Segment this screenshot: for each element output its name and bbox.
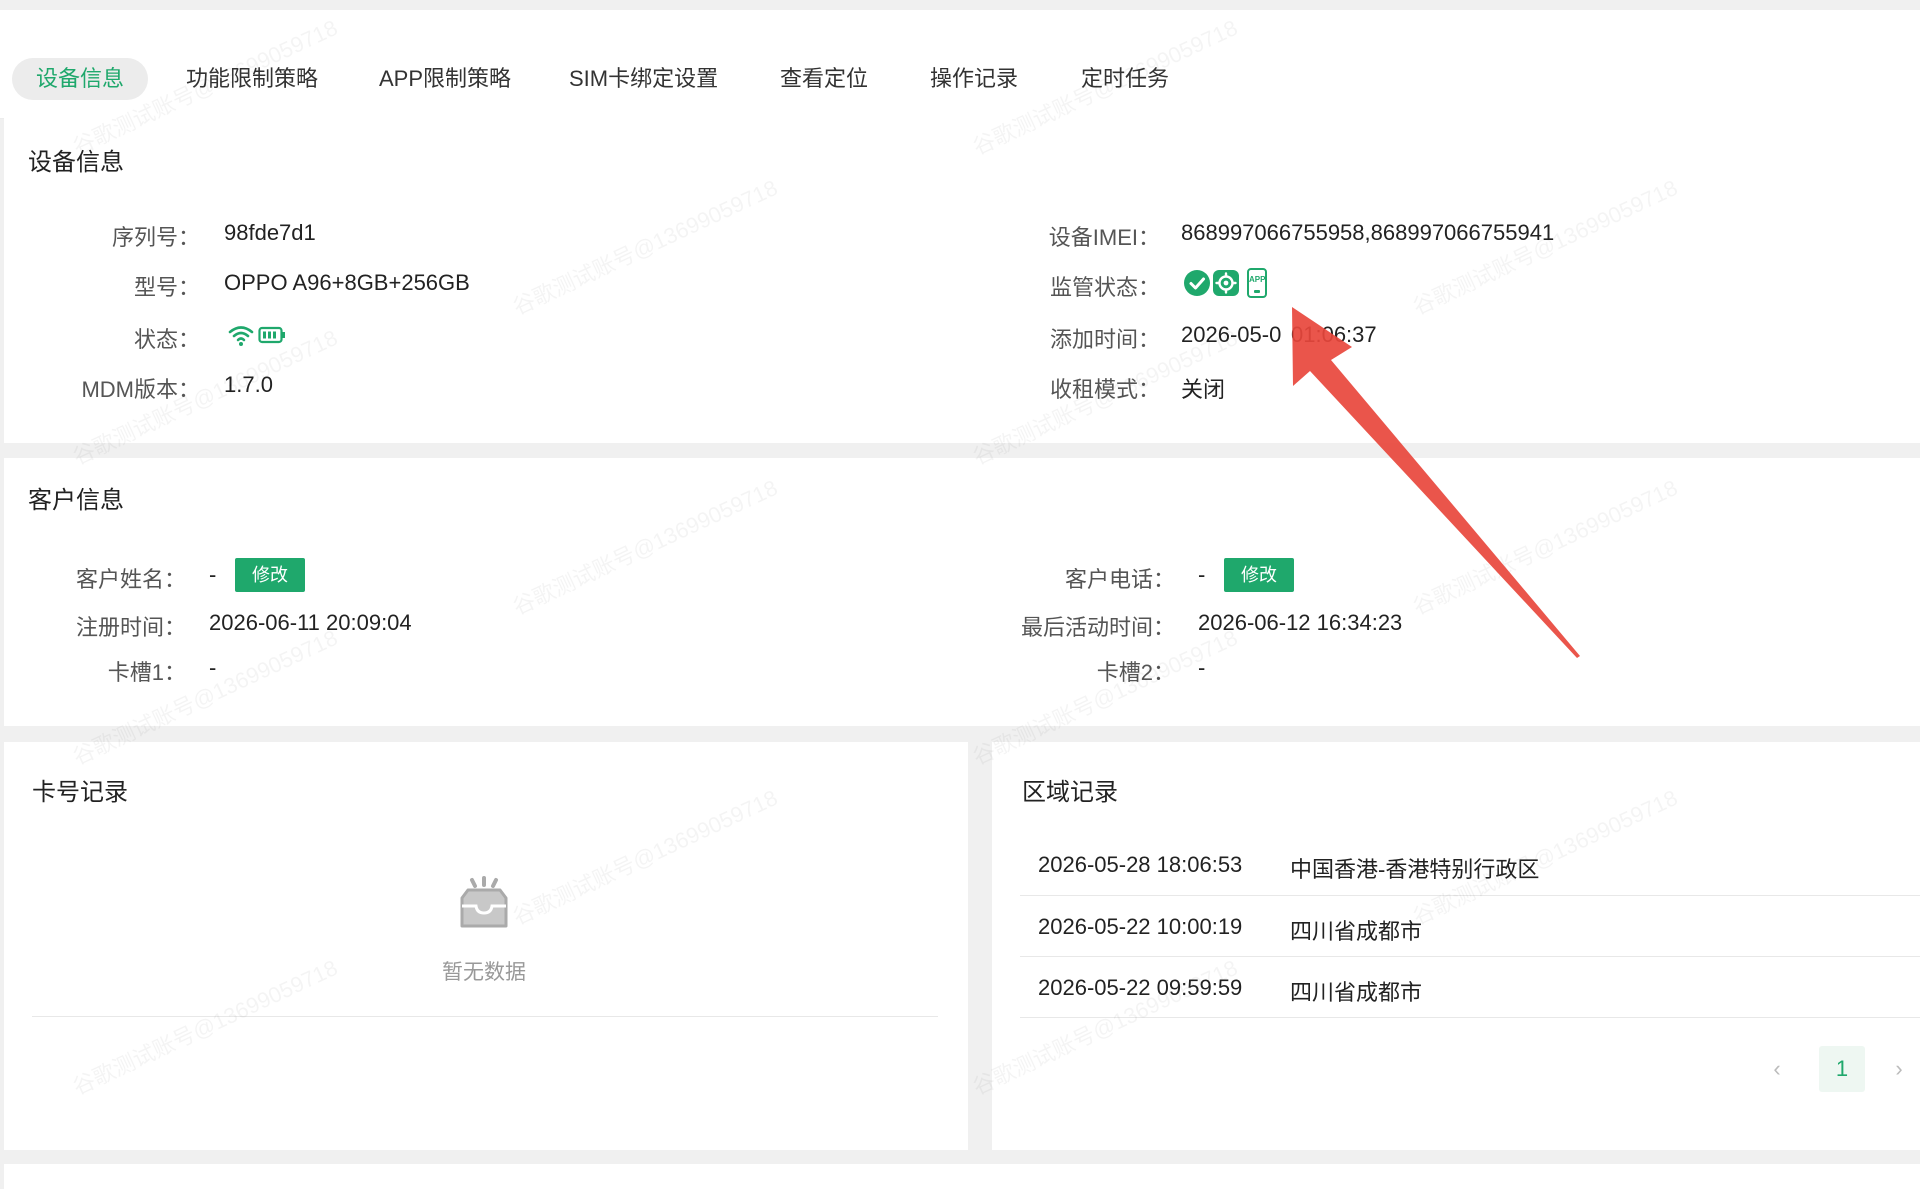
gear-icon — [1213, 270, 1239, 296]
added-time-value-tail: 01:06:37 — [1291, 322, 1377, 347]
rent-mode-value: 关闭 — [1181, 377, 1226, 402]
region-time: 2026-05-22 10:00:19 — [1038, 914, 1243, 939]
device-info-panel: 设备信息 序列号： 98fde7d1 型号： OPPO A96+8GB+256G… — [4, 118, 1920, 443]
card-records-panel: 卡号记录 暂无数据 — [4, 742, 968, 1150]
slot2-label: 卡槽2： — [1096, 660, 1175, 685]
tab-operation-log[interactable]: 操作记录 — [930, 66, 1019, 91]
rent-mode-label: 收租模式： — [1049, 377, 1160, 402]
empty-text: 暂无数据 — [442, 961, 526, 984]
tab-bar: 设备信息 功能限制策略 APP限制策略 SIM卡绑定设置 查看定位 操作记录 定… — [0, 10, 1920, 119]
serial-value: 98fde7d1 — [224, 220, 316, 245]
region-time: 2026-05-22 09:59:59 — [1038, 975, 1243, 1000]
slot1-value: - — [209, 655, 217, 680]
register-time-value: 2026-06-11 20:09:04 — [209, 610, 412, 635]
monitor-status-label: 监管状态： — [1049, 275, 1160, 300]
empty-inbox-icon — [460, 876, 508, 928]
model-label: 型号： — [133, 275, 200, 300]
region-time: 2026-05-28 18:06:53 — [1038, 852, 1243, 877]
serial-label: 序列号： — [111, 225, 200, 250]
added-time-label: 添加时间： — [1049, 327, 1160, 352]
tab-app-restriction[interactable]: APP限制策略 — [379, 66, 512, 91]
mdm-version-label: MDM版本： — [81, 377, 200, 402]
check-circle-icon — [1184, 270, 1210, 296]
bottom-panel — [4, 1164, 1920, 1189]
section-title-customer: 客户信息 — [28, 487, 124, 514]
tab-scheduled-tasks[interactable]: 定时任务 — [1081, 66, 1170, 91]
customer-info-panel: 客户信息 客户姓名： - 修改 注册时间： 2026-06-11 20:09:0… — [4, 458, 1920, 726]
added-time-value: 2026-05-0 — [1181, 322, 1282, 347]
status-label: 状态： — [133, 327, 200, 352]
tab-view-location[interactable]: 查看定位 — [780, 66, 869, 91]
slot1-label: 卡槽1： — [107, 660, 186, 685]
model-value: OPPO A96+8GB+256GB — [224, 270, 470, 295]
region-name: 中国香港-香港特别行政区 — [1290, 857, 1540, 882]
page-1-button[interactable]: 1 — [1819, 1046, 1865, 1092]
region-records-panel: 区域记录 2026-05-28 18:06:53 中国香港-香港特别行政区 20… — [992, 742, 1920, 1150]
next-page-button[interactable]: › — [1895, 1056, 1903, 1081]
table-row: 2026-05-28 18:06:53 中国香港-香港特别行政区 — [1020, 834, 1920, 896]
tab-sim-binding[interactable]: SIM卡绑定设置 — [569, 66, 719, 91]
region-name: 四川省成都市 — [1290, 919, 1423, 944]
imei-value: 868997066755958,868997066755941 — [1181, 220, 1555, 245]
edit-name-button[interactable]: 修改 — [235, 558, 305, 592]
table-row: 2026-05-22 09:59:59 四川省成都市 — [1020, 957, 1920, 1018]
slot2-value: - — [1198, 655, 1206, 680]
edit-phone-button[interactable]: 修改 — [1224, 558, 1294, 592]
register-time-label: 注册时间： — [75, 615, 186, 640]
last-active-label: 最后活动时间： — [1020, 615, 1175, 640]
app-badge-text: APP — [1249, 275, 1266, 284]
region-name: 四川省成都市 — [1290, 980, 1423, 1005]
section-title-card-records: 卡号记录 — [32, 779, 128, 806]
customer-name-label: 客户姓名： — [75, 567, 186, 592]
table-row: 2026-05-22 10:00:19 四川省成都市 — [1020, 896, 1920, 957]
imei-label: 设备IMEI： — [1048, 225, 1160, 250]
battery-icon — [258, 326, 285, 344]
app-phone-icon: APP — [1247, 268, 1267, 298]
section-title-region-records: 区域记录 — [1022, 779, 1118, 806]
tab-device-info[interactable]: 设备信息 — [12, 58, 149, 100]
customer-name-value: - — [209, 562, 217, 587]
customer-phone-value: - — [1198, 562, 1206, 587]
mdm-version-value: 1.7.0 — [224, 372, 273, 397]
tab-function-restriction[interactable]: 功能限制策略 — [186, 66, 319, 91]
customer-phone-label: 客户电话： — [1064, 567, 1175, 592]
divider — [32, 1016, 938, 1017]
prev-page-button[interactable]: ‹ — [1773, 1056, 1781, 1081]
wifi-icon — [228, 326, 254, 346]
last-active-value: 2026-06-12 16:34:23 — [1198, 610, 1403, 635]
section-title-device: 设备信息 — [28, 149, 124, 176]
